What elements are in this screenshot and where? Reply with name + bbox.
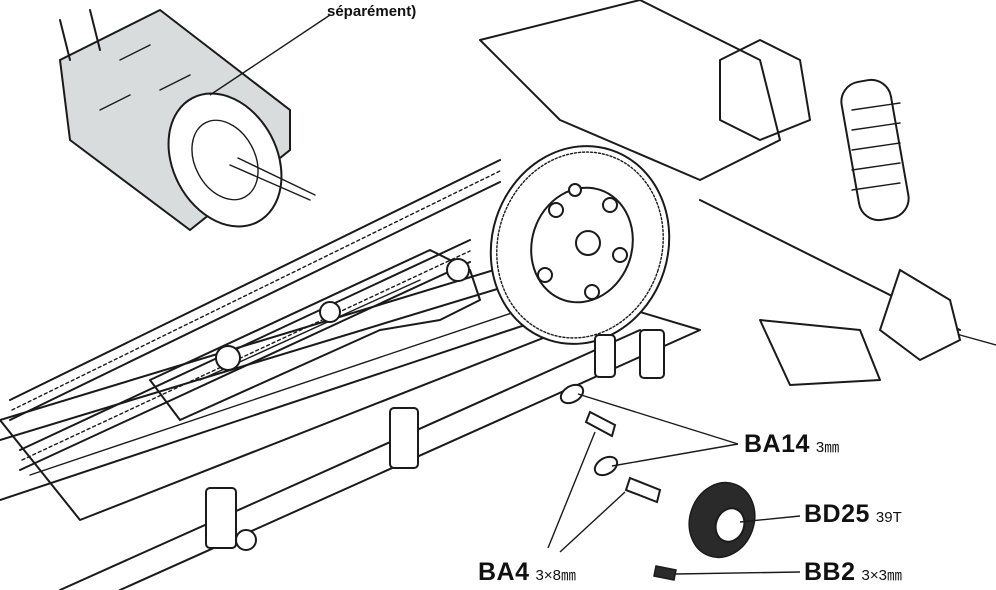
part-size: 39T	[875, 509, 902, 526]
part-size: 3㎜	[815, 439, 840, 456]
rear-suspension	[479, 0, 996, 386]
part-label-ba14: BA14 3㎜	[744, 430, 839, 459]
part-label-bb2: BB2 3×3㎜	[804, 558, 902, 587]
part-code: BA14	[744, 430, 810, 458]
part-label-ba4: BA4 3×8㎜	[478, 558, 576, 587]
small-parts	[559, 383, 756, 581]
part-code: BD25	[804, 500, 870, 528]
mounting-posts	[205, 329, 665, 551]
upper-deck	[149, 249, 481, 421]
motor-note-text: séparément)	[327, 3, 417, 20]
part-size: 3×8㎜	[535, 567, 576, 584]
leader-lines	[547, 393, 801, 575]
part-code: BB2	[804, 558, 856, 586]
spur-gear	[489, 145, 671, 345]
part-size: 3×3㎜	[861, 567, 902, 584]
part-code: BA4	[478, 558, 530, 586]
drive-belt	[9, 159, 501, 471]
part-label-bd25: BD25 39T	[804, 500, 902, 529]
motor	[58, 8, 331, 232]
